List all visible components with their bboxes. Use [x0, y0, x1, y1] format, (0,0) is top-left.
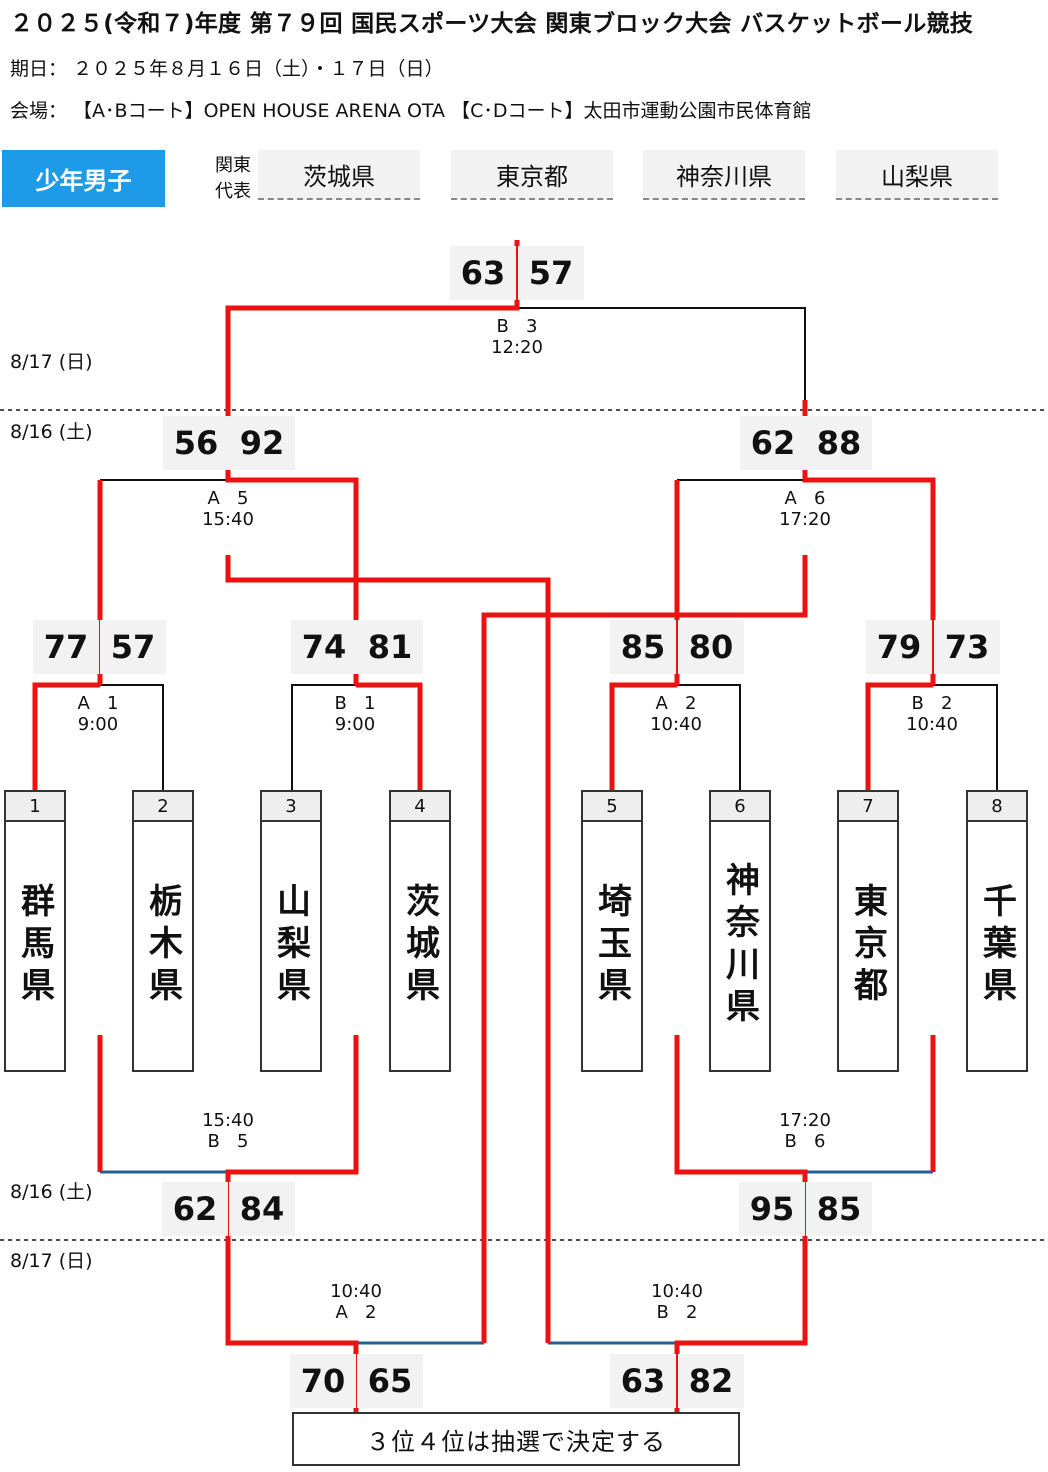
rpa-score-left: 70: [290, 1354, 356, 1408]
team-name-6: 神奈川県: [709, 822, 771, 1072]
r1d-court: B: [911, 693, 924, 714]
team-name-1: 群馬県: [4, 822, 66, 1072]
sfb-info: A 6 17:20: [765, 488, 845, 530]
date-label-817-bottom: 8/17 (日): [10, 1250, 93, 1272]
sfb-score-right: 88: [806, 416, 872, 470]
lbb-time: 17:20: [779, 1110, 831, 1131]
team-number-8: 8: [966, 790, 1028, 822]
lba-court: B: [207, 1131, 220, 1152]
representative-2: 東京都: [451, 150, 613, 200]
lose-lines: [0, 307, 1048, 1241]
r1b-info: B 1 9:00: [315, 693, 395, 735]
lba-info: 15:40 B 5: [188, 1110, 268, 1152]
r1b-score-right: 81: [357, 620, 423, 674]
category-badge: 少年男子: [2, 150, 165, 207]
r1b-time: 9:00: [334, 714, 376, 735]
final-game-no: 3: [526, 316, 538, 337]
r1c-score-right: 80: [678, 620, 744, 674]
sfb-score-left: 62: [740, 416, 806, 470]
representative-3: 神奈川県: [643, 150, 805, 200]
r1c-info: A 2 10:40: [636, 693, 716, 735]
event-venue: 会場： 【A･Bコート】OPEN HOUSE ARENA OTA 【C･Dコート…: [10, 100, 812, 122]
date-label-817-top: 8/17 (日): [10, 351, 93, 373]
lbb-info: 17:20 B 6: [765, 1110, 845, 1152]
rpb-score-right: 82: [678, 1354, 744, 1408]
rpa-info: 10:40 A 2: [316, 1281, 396, 1323]
r1b-court: B: [334, 693, 347, 714]
sfa-time: 15:40: [202, 509, 254, 530]
r1b-game-no: 1: [364, 693, 376, 714]
team-name-4: 茨城県: [389, 822, 451, 1072]
lbb-court: B: [784, 1131, 797, 1152]
blue-lines: [100, 1170, 933, 1345]
team-number-6: 6: [709, 790, 771, 822]
team-number-4: 4: [389, 790, 451, 822]
representatives-label: 関東 代表: [215, 155, 251, 202]
team-name-7: 東京都: [837, 822, 899, 1072]
date-label-816-bottom: 8/16 (土): [10, 1181, 93, 1203]
final-score-right: 57: [518, 246, 584, 300]
rpb-time: 10:40: [651, 1281, 703, 1302]
sfb-court: A: [784, 488, 797, 509]
team-number-2: 2: [132, 790, 194, 822]
r1a-score-left: 77: [33, 620, 99, 674]
r1a-court: A: [77, 693, 90, 714]
sfb-game-no: 6: [814, 488, 826, 509]
r1c-game-no: 2: [685, 693, 697, 714]
rpb-game-no: 2: [686, 1302, 698, 1323]
final-court: B: [496, 316, 509, 337]
r1d-game-no: 2: [941, 693, 953, 714]
lbb-game-no: 6: [814, 1131, 826, 1152]
event-period: 期日： ２０２５年８月１６日（土）・１７日（日）: [10, 58, 444, 80]
lba-time: 15:40: [202, 1110, 254, 1131]
r1d-score-right: 73: [934, 620, 1000, 674]
team-number-1: 1: [4, 790, 66, 822]
team-name-3: 山梨県: [260, 822, 322, 1072]
final-score-left: 63: [450, 246, 516, 300]
rpa-game-no: 2: [365, 1302, 377, 1323]
team-name-5: 埼玉県: [581, 822, 643, 1072]
page-title: ２０２５(令和７)年度 第７９回 国民スポーツ大会 関東ブロック大会 バスケット…: [10, 11, 974, 37]
final-time: 12:20: [491, 337, 543, 358]
representative-4: 山梨県: [836, 150, 998, 200]
sfa-game-no: 5: [237, 488, 249, 509]
sfa-score-left: 56: [163, 416, 229, 470]
lbb-score-right: 85: [806, 1182, 872, 1236]
rpb-info: 10:40 B 2: [637, 1281, 717, 1323]
date-label-816-top: 8/16 (土): [10, 421, 93, 443]
rpa-court: A: [335, 1302, 348, 1323]
sfb-time: 17:20: [779, 509, 831, 530]
lba-game-no: 5: [237, 1131, 249, 1152]
lba-score-right: 84: [229, 1182, 295, 1236]
r1d-time: 10:40: [906, 714, 958, 735]
team-name-8: 千葉県: [966, 822, 1028, 1072]
rpa-time: 10:40: [330, 1281, 382, 1302]
lbb-score-left: 95: [739, 1182, 805, 1236]
r1a-info: A 1 9:00: [58, 693, 138, 735]
team-number-5: 5: [581, 790, 643, 822]
representative-1: 茨城県: [258, 150, 420, 200]
lba-score-left: 62: [162, 1182, 228, 1236]
rpb-court: B: [656, 1302, 669, 1323]
rpb-score-left: 63: [610, 1354, 676, 1408]
r1c-time: 10:40: [650, 714, 702, 735]
r1a-score-right: 57: [100, 620, 166, 674]
footer-note: ３位４位は抽選で決定する: [292, 1412, 740, 1466]
final-info: B 3 12:20: [477, 316, 557, 358]
r1a-time: 9:00: [77, 714, 119, 735]
team-number-7: 7: [837, 790, 899, 822]
r1d-score-left: 79: [866, 620, 932, 674]
r1d-info: B 2 10:40: [892, 693, 972, 735]
r1c-score-left: 85: [610, 620, 676, 674]
sfa-score-right: 92: [229, 416, 295, 470]
r1a-game-no: 1: [107, 693, 119, 714]
team-number-3: 3: [260, 790, 322, 822]
r1c-court: A: [655, 693, 668, 714]
sfa-info: A 5 15:40: [188, 488, 268, 530]
sfa-court: A: [207, 488, 220, 509]
r1b-score-left: 74: [291, 620, 357, 674]
rpa-score-right: 65: [357, 1354, 423, 1408]
team-name-2: 栃木県: [132, 822, 194, 1072]
